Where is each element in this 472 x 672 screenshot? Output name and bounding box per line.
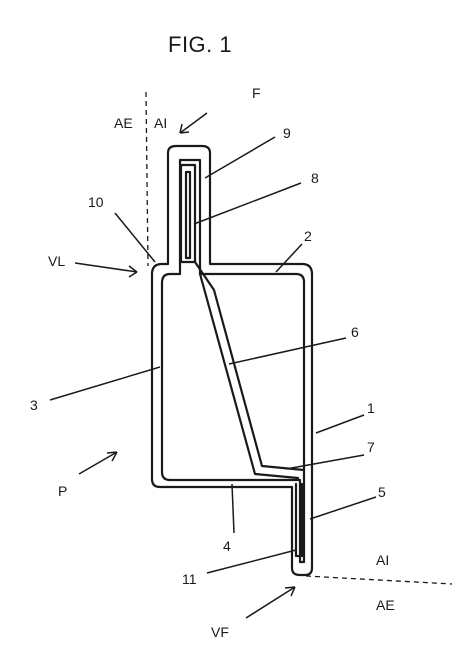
leader-1	[315, 414, 365, 434]
label-vf: VF	[211, 624, 229, 640]
diagonal-web-lower	[198, 272, 300, 480]
leader-10	[114, 212, 156, 263]
arrow-f-head	[179, 123, 190, 134]
arrow-vl	[74, 262, 138, 273]
label-9: 9	[283, 125, 291, 141]
label-f: F	[252, 85, 261, 101]
label-7: 7	[367, 439, 375, 455]
leader-5	[309, 496, 377, 520]
profile-outer-outline	[150, 144, 314, 577]
lower-channel	[294, 482, 304, 558]
label-5: 5	[378, 484, 386, 500]
label-11: 11	[182, 571, 197, 587]
leader-4	[231, 483, 235, 534]
arrow-p-head	[106, 451, 118, 462]
label-3: 3	[30, 397, 38, 413]
inner-fin	[179, 163, 197, 264]
label-ae-bottom: AE	[376, 597, 395, 613]
label-4: 4	[223, 538, 231, 554]
arrow-p	[78, 451, 118, 475]
diagonal-web-upper	[193, 260, 306, 472]
leader-9	[204, 136, 276, 179]
label-ai-top: AI	[154, 115, 167, 131]
leader-11	[206, 549, 297, 574]
inner-fin-core	[184, 170, 192, 260]
leader-2	[275, 243, 303, 273]
arrow-vf	[245, 586, 296, 619]
horizontal-reference-line	[305, 575, 453, 585]
leader-8	[193, 182, 302, 225]
label-2: 2	[304, 228, 312, 244]
label-p: P	[58, 483, 67, 499]
label-6: 6	[351, 324, 359, 340]
arrow-f	[179, 112, 208, 134]
label-ai-bottom: AI	[376, 552, 389, 568]
label-ae-top: AE	[114, 115, 133, 131]
leader-6	[228, 337, 347, 365]
label-10: 10	[88, 194, 104, 210]
label-1: 1	[367, 400, 375, 416]
label-vl: VL	[48, 253, 65, 269]
figure-title: FIG. 1	[168, 32, 232, 57]
leader-3	[49, 366, 161, 401]
leader-7	[285, 454, 365, 470]
arrow-vf-head	[284, 586, 296, 597]
label-8: 8	[311, 170, 319, 186]
arrow-vl-head	[128, 265, 138, 278]
vertical-reference-line	[145, 91, 149, 267]
profile-inner-outline	[160, 158, 306, 564]
